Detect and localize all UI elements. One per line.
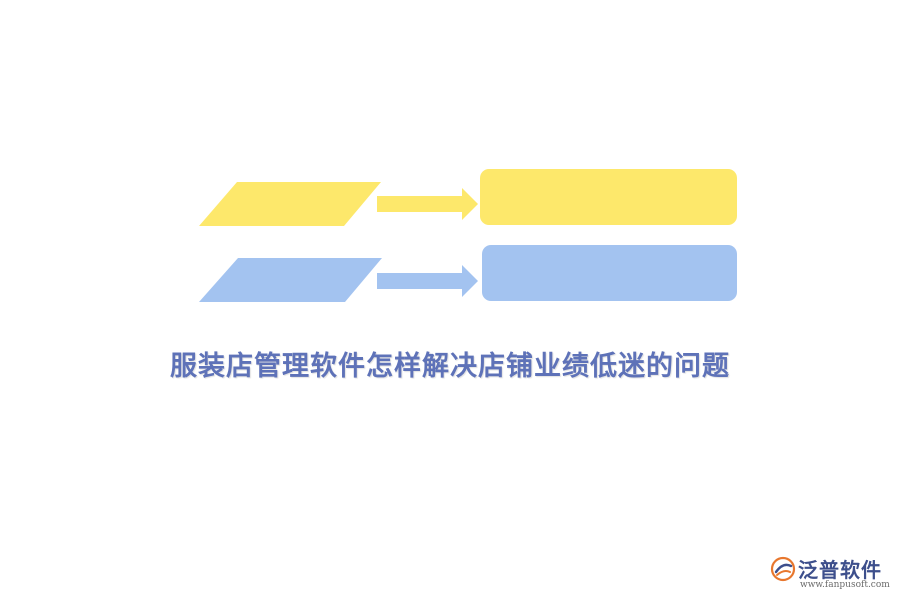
flow-row-2 xyxy=(199,245,737,302)
brand-logo: 泛普软件 www.fanpusoft.com xyxy=(770,554,896,594)
row-2-parallelogram xyxy=(199,258,382,302)
page-title: 服装店管理软件怎样解决店铺业绩低迷的问题 xyxy=(170,351,730,382)
logo-url: www.fanpusoft.com xyxy=(800,580,890,590)
row-2-arrow-icon xyxy=(377,265,478,297)
row-1-arrow-icon xyxy=(377,188,478,220)
row-2-box xyxy=(482,245,737,301)
flow-row-1 xyxy=(199,169,737,226)
row-1-box xyxy=(480,169,737,225)
fanpu-logo-icon xyxy=(770,556,796,582)
row-1-parallelogram xyxy=(199,182,381,226)
logo-brand-name: 泛普软件 xyxy=(798,558,882,582)
